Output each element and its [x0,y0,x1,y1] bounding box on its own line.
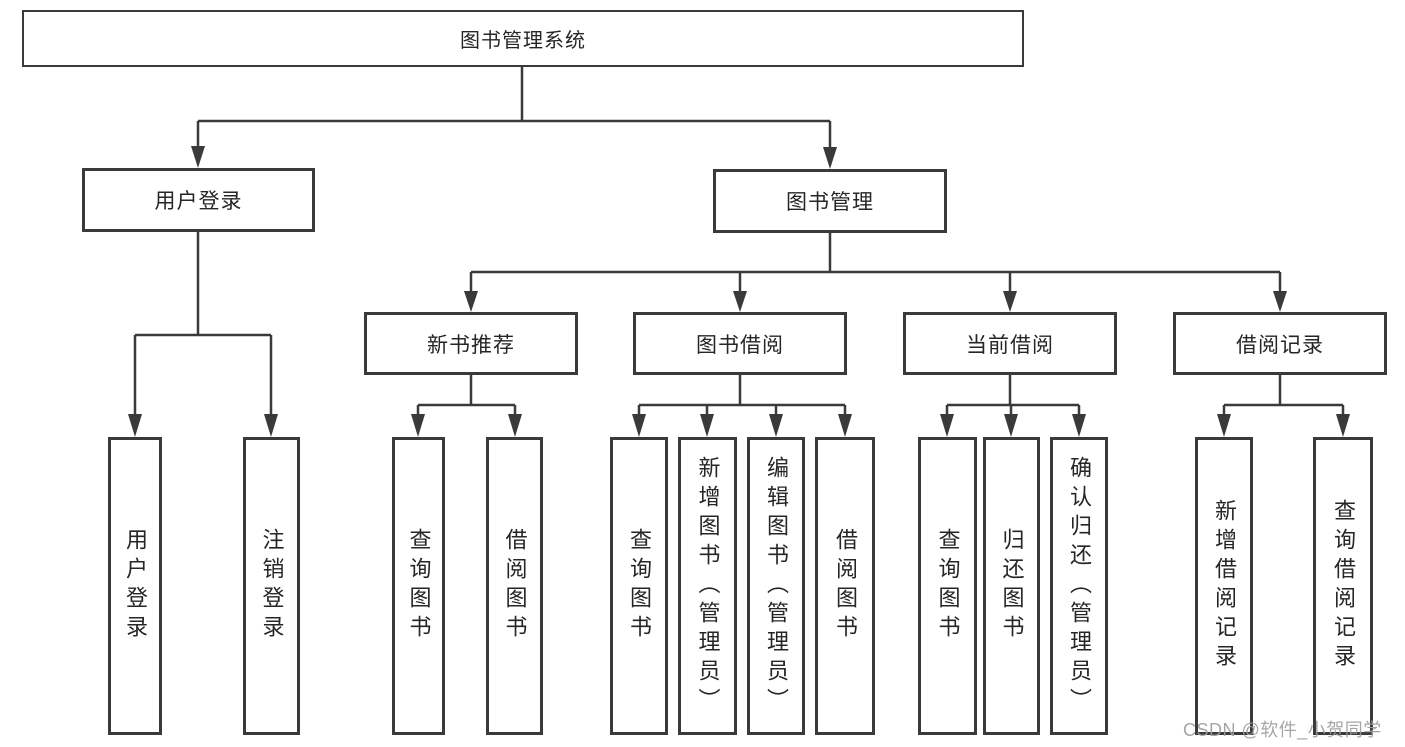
node-user-login: 用户登录 [82,168,315,232]
leaf-current-query-books-label: 查询图书 [935,528,961,644]
leaf-borrow-borrow-books-label: 借阅图书 [833,528,858,644]
leaf-newbook-borrow-books-label: 借阅图书 [502,528,528,644]
arrowhead-icons [128,146,1350,437]
leaf-records-add-record: 新增借阅记录 [1195,437,1253,735]
arrow-down-icon [411,414,425,437]
leaf-newbook-query-books-label: 查询图书 [406,528,432,644]
arrow-down-icon [769,414,783,437]
leaf-current-return-books: 归还图书 [983,437,1040,735]
arrow-down-icon [632,414,646,437]
arrow-down-icon [264,414,278,437]
arrow-down-icon [1003,291,1017,312]
leaf-current-confirm-return-admin: 确认归还（管理员） [1050,437,1108,735]
connector-login-to-leaves [133,232,273,418]
leaf-borrow-edit-books-admin-label: 编辑图书（管理员） [764,455,789,717]
leaf-current-return-books-label: 归还图书 [999,528,1025,644]
arrow-down-icon [1072,414,1086,437]
arrow-down-icon [823,147,837,169]
leaf-records-query-record-label: 查询借阅记录 [1331,499,1356,673]
leaf-current-confirm-return-admin-label: 确认归还（管理员） [1067,455,1092,717]
connector-current-to-leaves [945,375,1081,418]
arrow-down-icon [191,146,205,168]
arrow-down-icon [128,414,142,437]
leaf-borrow-query-books-label: 查询图书 [627,528,652,644]
leaf-borrow-add-books-admin: 新增图书（管理员） [678,437,737,735]
leaf-borrow-add-books-admin-label: 新增图书（管理员） [695,455,721,717]
connector-newbook-to-leaves [416,375,517,418]
leaf-borrow-query-books: 查询图书 [610,437,668,735]
arrow-down-icon [508,414,522,437]
leaf-current-query-books: 查询图书 [918,437,977,735]
leaf-user-login-label: 用户登录 [123,528,148,644]
arrow-down-icon [1273,291,1287,312]
connector-mgmt-to-level3 [469,233,1282,294]
leaf-records-query-record: 查询借阅记录 [1313,437,1373,735]
node-borrow-records: 借阅记录 [1173,312,1387,375]
leaf-borrow-edit-books-admin: 编辑图书（管理员） [747,437,805,735]
node-book-management: 图书管理 [713,169,947,233]
arrow-down-icon [1217,414,1231,437]
connector-borrow-to-leaves [637,375,847,418]
leaf-newbook-borrow-books: 借阅图书 [486,437,543,735]
arrow-down-icon [940,414,954,437]
node-new-book-recommend: 新书推荐 [364,312,578,375]
connector-records-to-leaves [1222,375,1345,418]
node-current-borrow: 当前借阅 [903,312,1117,375]
csdn-watermark: CSDN @软件_小贺同学 [1183,720,1382,740]
arrow-down-icon [838,414,852,437]
leaf-logout: 注销登录 [243,437,300,735]
leaf-user-login: 用户登录 [108,437,162,735]
arrow-down-icon [464,291,478,312]
node-system-root: 图书管理系统 [22,10,1024,67]
arrow-down-icon [1336,414,1350,437]
leaf-borrow-borrow-books: 借阅图书 [815,437,875,735]
leaf-logout-label: 注销登录 [259,528,285,644]
arrow-down-icon [1004,414,1018,437]
connector-root-to-level2 [196,67,832,151]
leaf-records-add-record-label: 新增借阅记录 [1212,499,1237,673]
arrow-down-icon [733,291,747,312]
arrow-down-icon [700,414,714,437]
leaf-newbook-query-books: 查询图书 [392,437,445,735]
node-book-borrow: 图书借阅 [633,312,847,375]
